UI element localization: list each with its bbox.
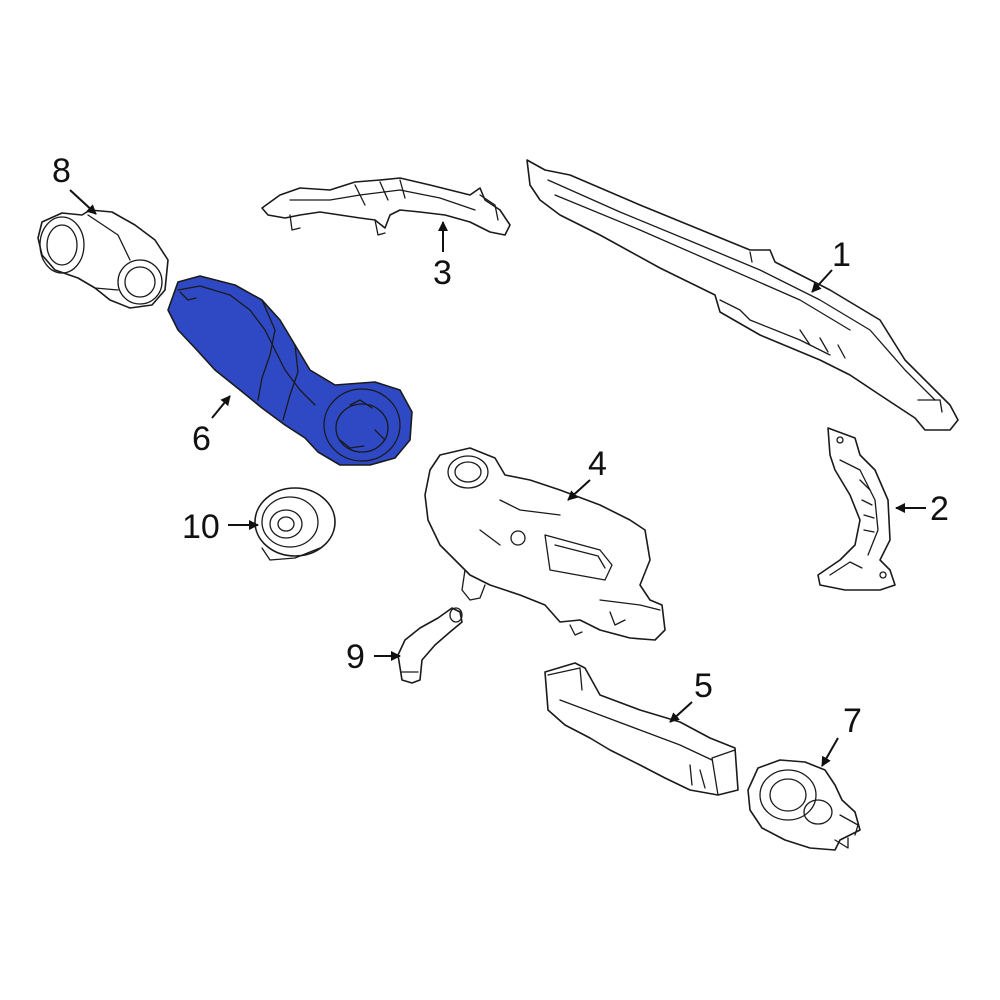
callout-9: 9 (346, 638, 365, 676)
part-8-elbow-adapter[interactable] (37, 209, 169, 309)
leader-5 (669, 701, 693, 723)
callout-2: 2 (930, 490, 949, 528)
callout-5: 5 (694, 667, 713, 705)
leader-8 (69, 189, 97, 215)
callout-7: 7 (843, 702, 862, 740)
callout-4: 4 (588, 445, 607, 483)
callout-10: 10 (182, 508, 220, 546)
part-9-bent-hose[interactable] (397, 607, 463, 684)
part-4-distribution-housing[interactable] (424, 447, 666, 641)
callout-6: 6 (192, 420, 211, 458)
part-7-outlet-housing[interactable] (747, 759, 861, 851)
part-5-floor-duct[interactable] (544, 662, 739, 796)
part-6-duct-hose[interactable] (167, 275, 413, 466)
leader-1 (811, 269, 833, 293)
leader-6 (211, 395, 231, 419)
part-2-side-duct[interactable] (817, 427, 896, 591)
callout-3: 3 (433, 254, 452, 292)
part-10-grommet[interactable] (254, 487, 336, 561)
callout-1: 1 (832, 236, 851, 274)
part-1-dash-duct[interactable] (526, 159, 959, 431)
leader-4 (567, 479, 591, 501)
part-3-upper-duct[interactable] (261, 177, 511, 236)
callout-leaders (69, 189, 926, 767)
leader-7 (821, 737, 839, 767)
callout-8: 8 (52, 152, 71, 190)
callout-labels: 1 2 3 4 5 6 7 8 9 10 (52, 152, 949, 740)
